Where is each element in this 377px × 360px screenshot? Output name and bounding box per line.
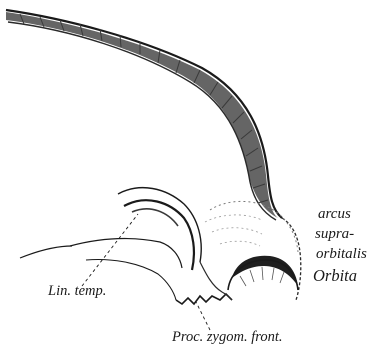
temporal-ridge xyxy=(132,209,178,226)
brow-surface xyxy=(210,201,298,252)
label-arcus: arcus xyxy=(318,207,351,222)
zygomatic-process xyxy=(176,262,232,304)
left-lower-contour xyxy=(20,246,72,258)
orbit-inner-hatching xyxy=(240,267,284,286)
orbital-margin xyxy=(205,201,301,300)
orbit-cavity xyxy=(228,256,298,290)
label-proc-zygom-front: Proc. zygom. front. xyxy=(172,330,283,345)
label-orbitalis: orbitalis xyxy=(316,247,367,262)
label-supra: supra- xyxy=(315,227,354,242)
brow-shading xyxy=(205,215,262,246)
frontal-squama xyxy=(6,10,282,220)
temporal-lower-edge xyxy=(70,239,182,268)
leader-proc-zygom xyxy=(196,302,210,330)
leader-lin-temp xyxy=(82,214,138,286)
zygomatic-border xyxy=(176,294,232,304)
label-orbita: Orbita xyxy=(313,268,357,285)
label-lin-temp: Lin. temp. xyxy=(48,284,106,299)
